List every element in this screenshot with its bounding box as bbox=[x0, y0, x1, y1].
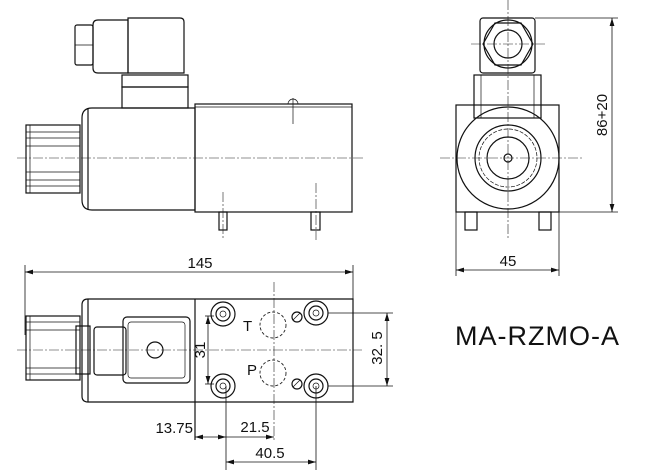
port-p-label: P bbox=[247, 362, 257, 379]
dim-13-75: 13.75 bbox=[155, 420, 193, 437]
dim-40-5: 40.5 bbox=[255, 445, 284, 462]
dim-32-5: 32. 5 bbox=[369, 331, 386, 364]
front-view: 86+20 45 bbox=[440, 0, 618, 276]
dim-height: 86+20 bbox=[594, 94, 611, 136]
dim-31: 31 bbox=[192, 342, 209, 359]
mounting-holes bbox=[210, 300, 329, 399]
port-t-label: T bbox=[243, 318, 252, 335]
top-view: 145 T P 31 bbox=[17, 255, 393, 470]
side-view bbox=[17, 17, 365, 240]
dim-overall-length: 145 bbox=[187, 255, 212, 272]
dim-width: 45 bbox=[500, 253, 517, 270]
model-title: MA-RZMO-A bbox=[455, 321, 620, 351]
dim-21-5: 21.5 bbox=[240, 419, 269, 436]
